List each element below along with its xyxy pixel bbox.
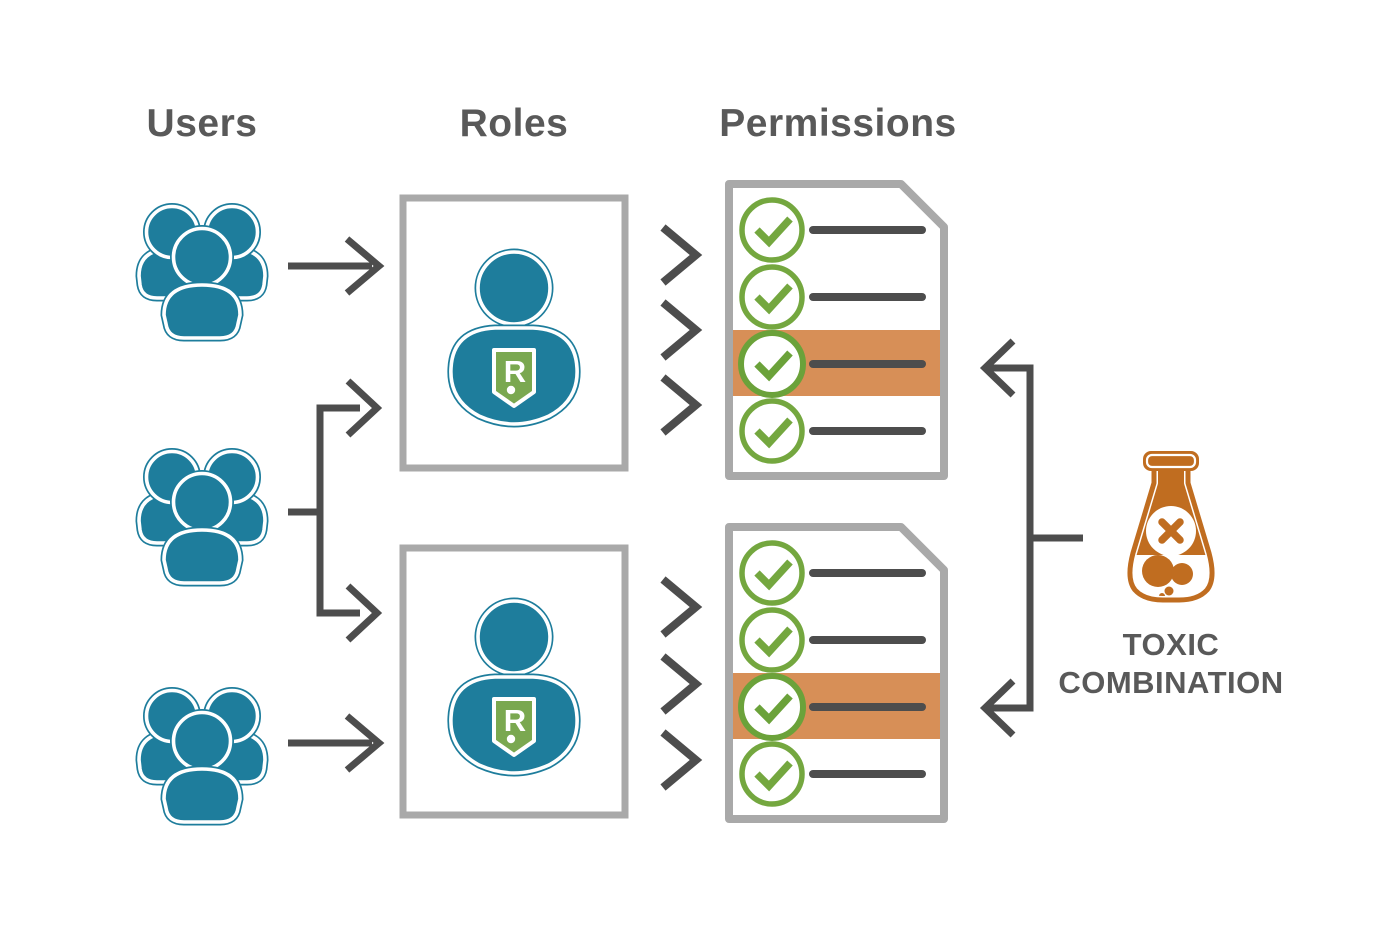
chevron-right-icon bbox=[663, 733, 696, 788]
chevron-right-icon bbox=[663, 303, 696, 358]
toxic-combination-bracket bbox=[979, 338, 1083, 738]
permissions-column-header: Permissions bbox=[719, 102, 957, 145]
user-group-icon-2 bbox=[139, 452, 265, 584]
flask-x-icon bbox=[1121, 453, 1221, 600]
arrow-user3-to-role2 bbox=[288, 713, 385, 773]
arrow-user2-to-roles bbox=[288, 378, 383, 643]
toxic-label-line1: TOXIC bbox=[1122, 627, 1220, 662]
chevron-right-icon bbox=[663, 580, 696, 635]
arrow-user1-to-role1 bbox=[288, 236, 385, 296]
toxic-label-line2: COMBINATION bbox=[1058, 665, 1284, 700]
users-column-header: Users bbox=[146, 102, 258, 145]
chevron-right-icon bbox=[663, 228, 696, 283]
user-group-icon-3 bbox=[139, 691, 265, 823]
permissions-doc-2 bbox=[729, 527, 944, 819]
roles-column-header: Roles bbox=[459, 102, 569, 145]
chevron-right-icon bbox=[663, 378, 696, 433]
user-group-icon-1 bbox=[139, 207, 265, 339]
chevron-right-icon bbox=[663, 657, 696, 712]
toxic-combination-label: TOXIC COMBINATION bbox=[1021, 626, 1321, 702]
permissions-doc-1 bbox=[729, 184, 944, 476]
